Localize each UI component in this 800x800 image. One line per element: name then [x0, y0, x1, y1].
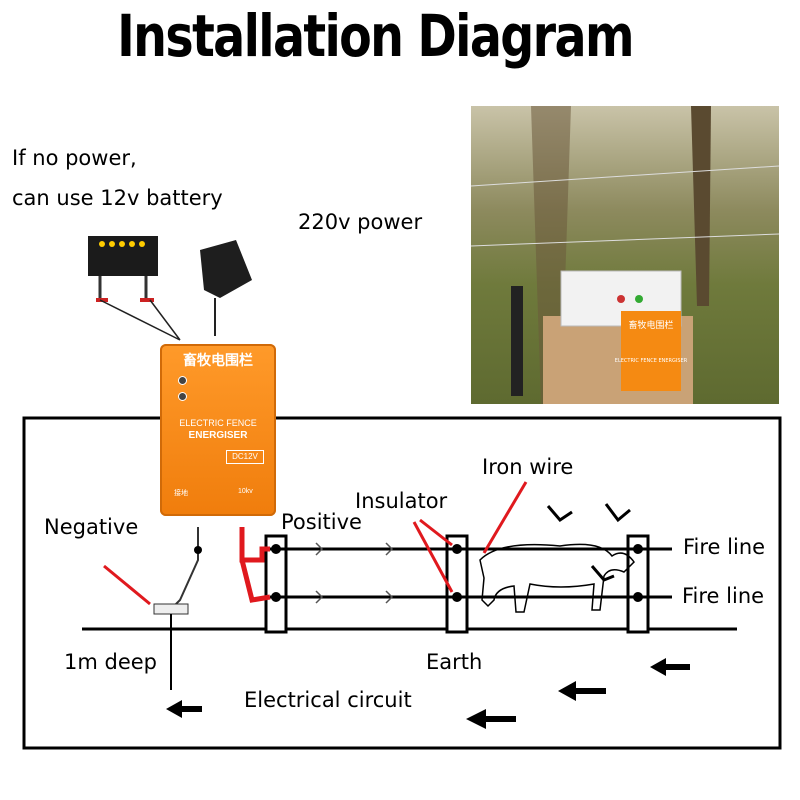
- positive-lead-top: [239, 527, 270, 563]
- negative-label: Negative: [44, 515, 139, 539]
- indicator-led-2: [178, 392, 187, 401]
- current-direction-marks: [315, 542, 394, 604]
- iron-wire-pointer: [482, 481, 528, 554]
- insulator-pointer-2: [412, 521, 454, 593]
- positive-lead-bottom: [239, 559, 271, 603]
- ground-clamp: [153, 603, 189, 615]
- battery-note-line1: If no power,: [12, 146, 137, 170]
- insulator-dots: [271, 544, 643, 602]
- insulator-pointer-1: [419, 518, 453, 547]
- device-voltage: DC12V: [226, 450, 264, 464]
- page-title: Installation Diagram: [117, 2, 634, 70]
- device-name-en-1: ELECTRIC FENCE: [179, 418, 257, 428]
- insulator-label: Insulator: [355, 489, 448, 513]
- photo-device-en: ELECTRIC FENCE ENERGISER: [615, 358, 688, 364]
- negative-terminal-label: 接地: [174, 490, 188, 497]
- battery-note-line2: can use 12v battery: [12, 186, 223, 210]
- fence-post-1: [264, 534, 288, 634]
- cow-sketch: [479, 543, 635, 613]
- positive-label: Positive: [281, 510, 362, 534]
- device-name-cn: 畜牧电围栏: [183, 352, 253, 368]
- iron-wire-label: Iron wire: [482, 455, 574, 479]
- power-220v-label: 220v power: [298, 210, 423, 234]
- device-name-en-2: ENERGISER: [188, 430, 248, 441]
- diagram-frame: [22, 416, 782, 750]
- negative-pointer: [103, 564, 151, 606]
- negative-lead: [167, 527, 199, 613]
- installation-photo: 畜牧电围栏 ELECTRIC FENCE ENERGISER: [471, 106, 779, 404]
- fire-line-label-2: Fire line: [682, 584, 765, 608]
- battery-icon: [88, 236, 158, 302]
- installation-photo-drawing: 畜牧电围栏 ELECTRIC FENCE ENERGISER: [471, 106, 779, 404]
- earth-label: Earth: [426, 650, 483, 674]
- fire-line-label-1: Fire line: [683, 535, 766, 559]
- shock-marks: [546, 503, 631, 582]
- positive-terminal-label: 10kv: [238, 488, 253, 495]
- depth-label: 1m deep: [64, 650, 157, 674]
- circuit-arrows: [166, 658, 690, 729]
- circuit-label: Electrical circuit: [244, 688, 412, 712]
- indicator-led-1: [178, 376, 187, 385]
- battery-lead-wire: [99, 299, 181, 341]
- power-adapter-icon: [200, 240, 252, 336]
- fence-energiser: 畜牧电围栏 ELECTRIC FENCE ENERGISER DC12V 接地 …: [160, 344, 276, 516]
- photo-device-cn: 畜牧电围栏: [628, 319, 673, 331]
